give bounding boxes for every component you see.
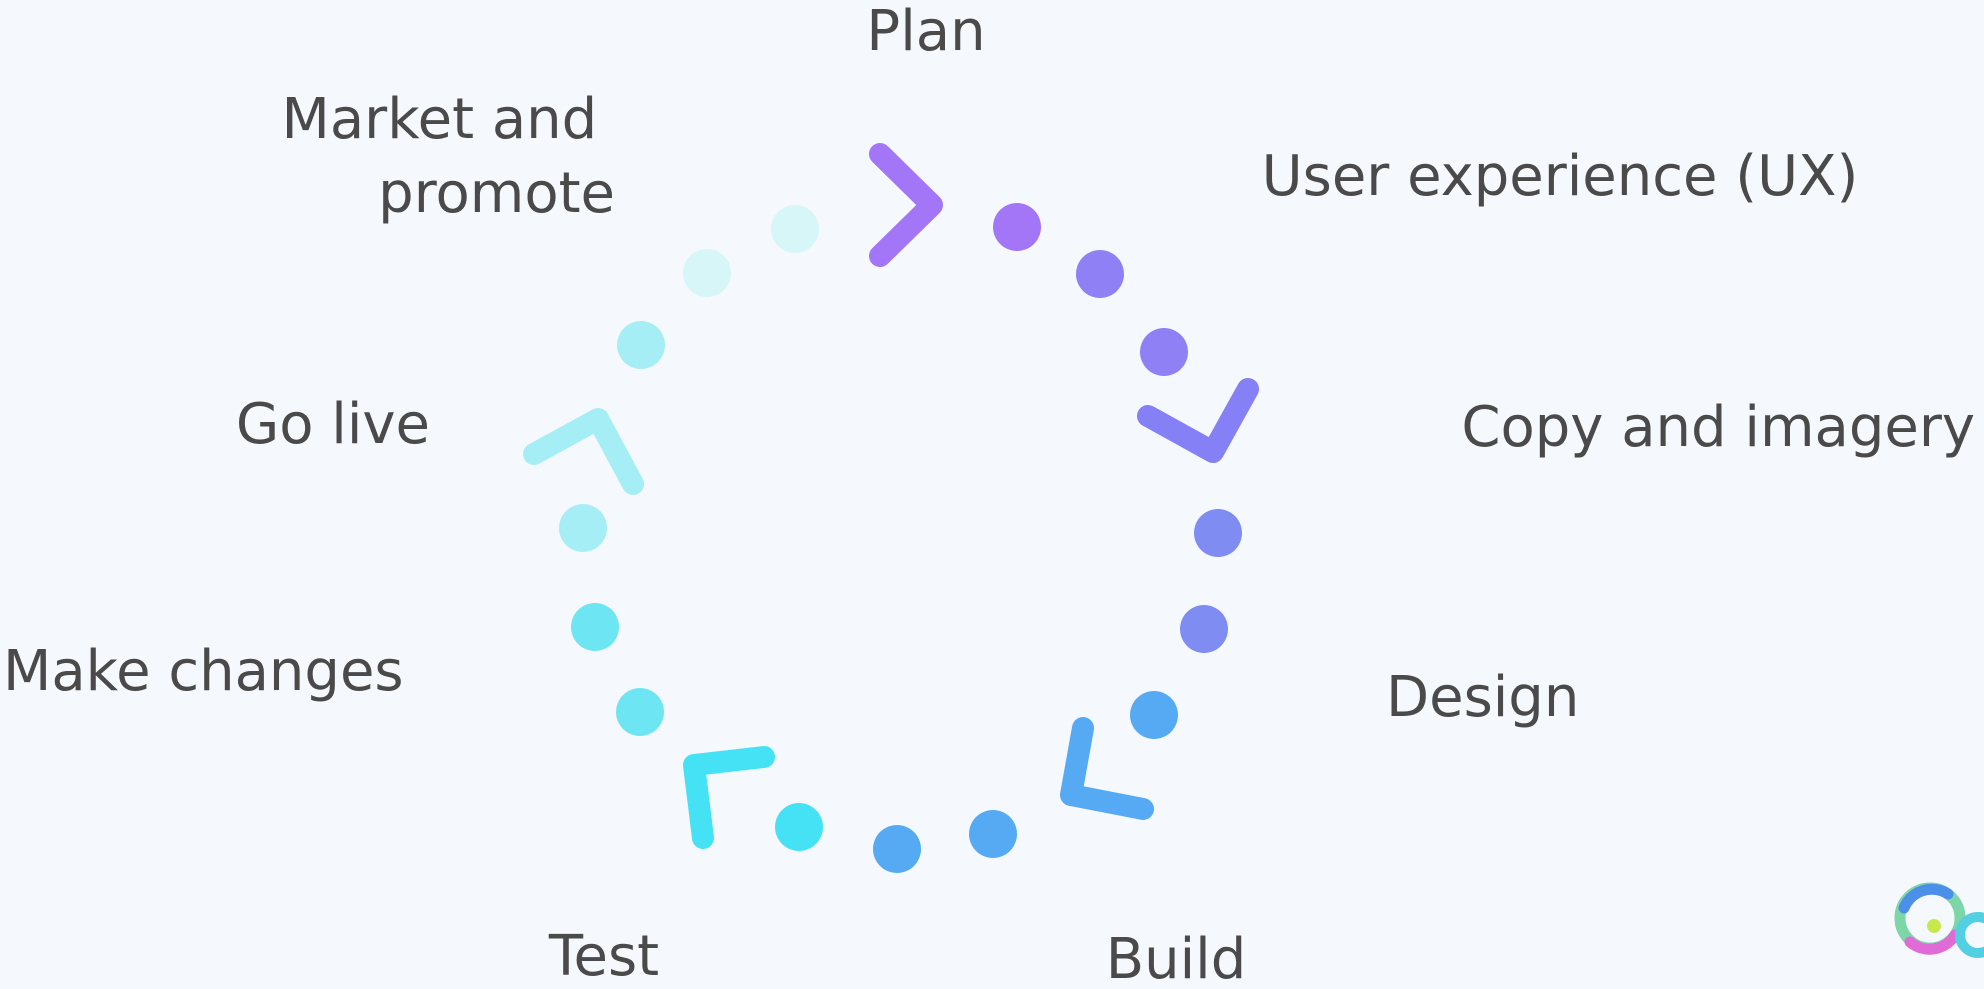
cycle-dot xyxy=(1194,509,1242,557)
cycle-dot xyxy=(775,803,823,851)
cycle-dots xyxy=(559,203,1242,873)
cycle-dot xyxy=(683,249,731,297)
label-test: Test xyxy=(548,924,659,989)
cycle-dot xyxy=(616,688,664,736)
cycle-dot xyxy=(571,603,619,651)
swirl-logo-icon xyxy=(1894,882,1984,958)
cycle-dot xyxy=(1130,691,1178,739)
arrow-golive-chevron xyxy=(523,408,644,495)
label-copy-imagery: Copy and imagery xyxy=(1461,395,1975,460)
arrow-build-chevron xyxy=(1060,717,1154,820)
label-design: Design xyxy=(1386,665,1579,730)
label-plan: Plan xyxy=(866,0,985,64)
arrow-copy-chevron xyxy=(1137,378,1259,463)
cycle-dot xyxy=(969,810,1017,858)
cycle-arrows xyxy=(523,143,1259,849)
arrow-test-chevron xyxy=(683,746,775,849)
label-go-live: Go live xyxy=(236,392,430,457)
label-ux: User experience (UX) xyxy=(1262,144,1859,209)
cycle-dot xyxy=(1180,605,1228,653)
label-make-changes: Make changes xyxy=(3,639,404,704)
cycle-dot xyxy=(873,825,921,873)
arrow-plan-chevron xyxy=(869,143,943,267)
stage-labels: Plan User experience (UX) Copy and image… xyxy=(3,0,1975,989)
cycle-dot xyxy=(559,504,607,552)
cycle-dot xyxy=(1076,250,1124,298)
cycle-dot xyxy=(1140,328,1188,376)
cycle-dot xyxy=(993,203,1041,251)
label-market-promote: Market and promote xyxy=(282,87,615,226)
label-build: Build xyxy=(1106,927,1247,989)
cycle-dot xyxy=(617,321,665,369)
cycle-dot xyxy=(771,205,819,253)
